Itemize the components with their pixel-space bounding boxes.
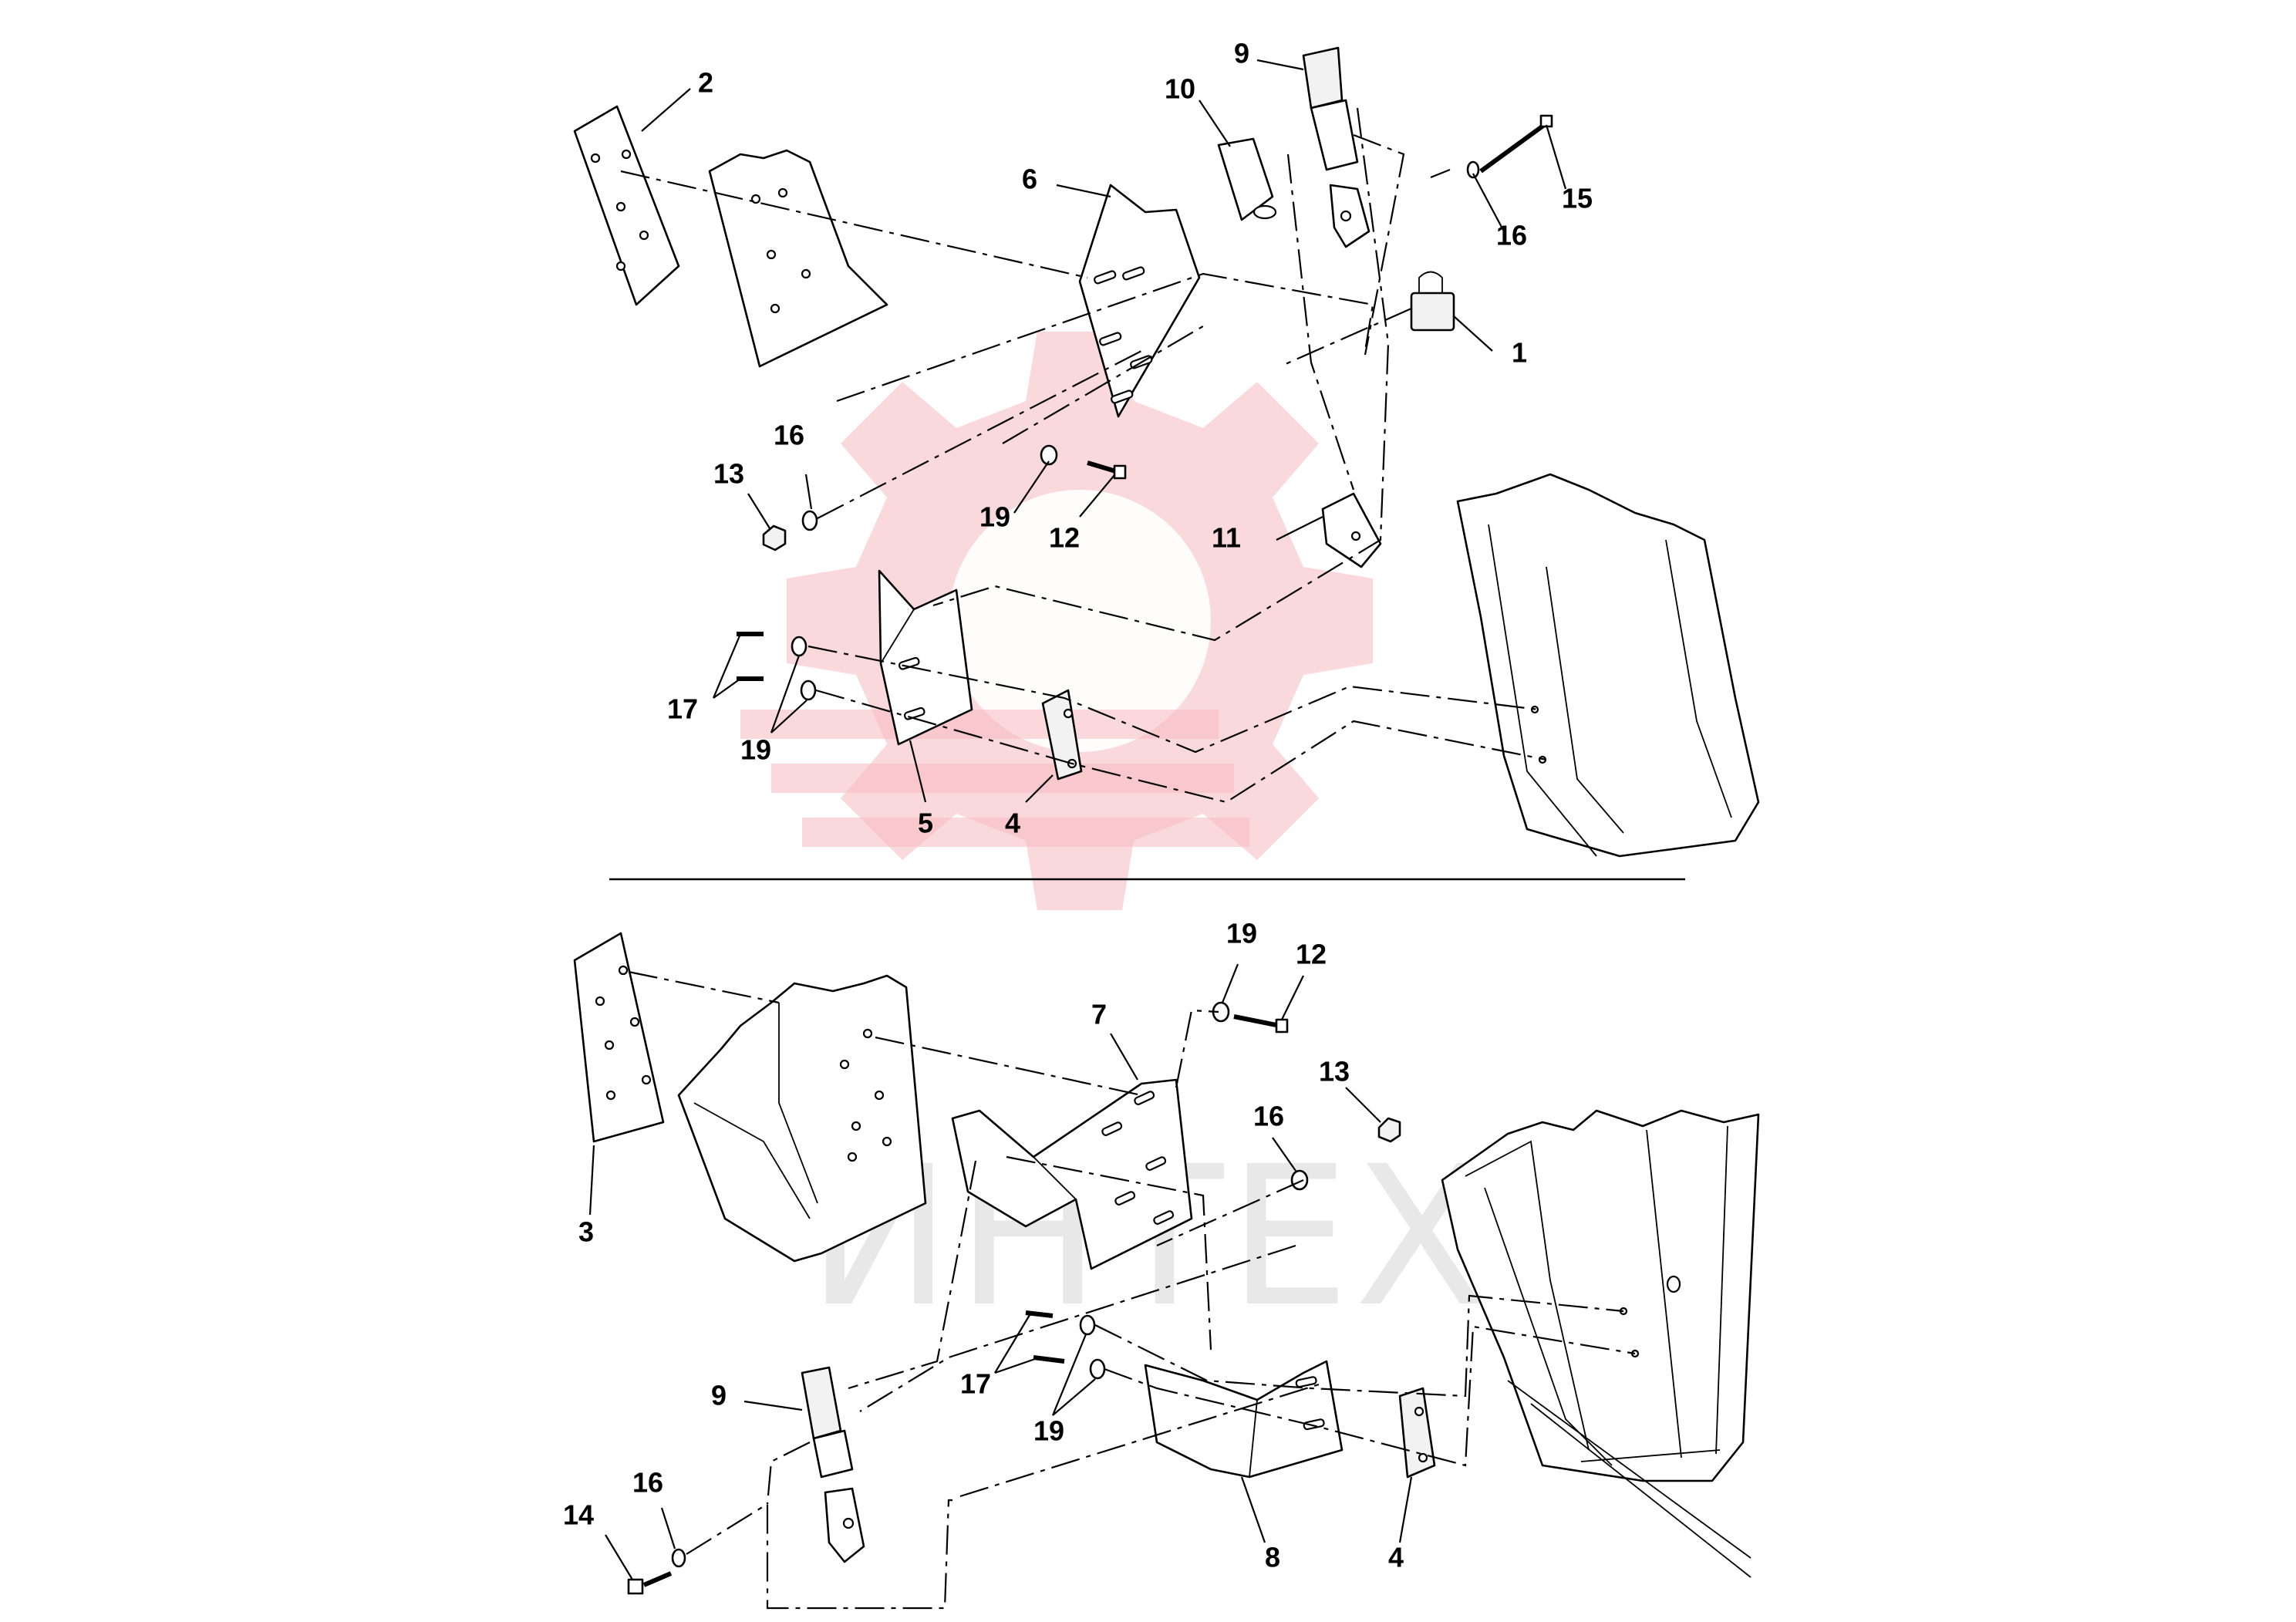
callout-12-top: 12 [1049,522,1080,554]
callout-17-bottom: 17 [960,1368,991,1400]
washer-part-19-bottom-a [1079,1314,1096,1336]
washer-part-16-top-right [1466,160,1480,179]
callout-10: 10 [1165,73,1195,105]
bolt-part-17-top [737,632,764,681]
callout-12-bottom: 12 [1296,939,1327,970]
bottom-assembly: 3 7 19 12 13 16 17 19 8 4 9 16 14 [563,918,1760,1610]
bolt-part-12-top [1087,460,1127,480]
callout-5: 5 [918,808,933,839]
cab-frame-top-right [1456,473,1760,858]
bracket-part-11 [1321,492,1382,568]
bracket-part-8 [1144,1360,1344,1479]
callout-9-top: 9 [1234,38,1249,69]
callout-8: 8 [1265,1542,1280,1573]
callout-16-bottom-left: 16 [632,1467,663,1499]
callout-19-top-b: 19 [740,734,771,766]
washer-part-19-top-b [800,679,817,701]
latch-part-9-bottom [801,1366,865,1563]
leader-lines-bottom [588,963,1413,1580]
callout-16-bottom-right: 16 [1253,1101,1284,1132]
washer-part-16-top-left [801,510,818,531]
spacer-part-4-bottom [1398,1387,1436,1479]
callout-15: 15 [1562,183,1593,214]
callout-3: 3 [578,1216,594,1248]
washer-part-19-bottom-b [1089,1358,1106,1380]
callout-13-top: 13 [713,458,744,490]
bolt-part-15 [1479,114,1553,174]
latch-part-9-top [1302,46,1371,248]
plate-part-2 [573,105,680,306]
plate-part-10 [1217,137,1277,221]
callout-9-bottom: 9 [711,1380,727,1411]
callout-11: 11 [1212,522,1241,554]
frame-section-top [708,149,888,368]
spacer-part-4-top [1041,689,1083,781]
assembly-lines-bottom [628,970,1636,1610]
nut-part-13-top [762,524,787,551]
washer-part-19-top-a [791,636,807,657]
watermark-gear-logo [740,332,1373,910]
callout-13-bottom: 13 [1319,1056,1350,1088]
callout-14: 14 [563,1499,594,1531]
bracket-part-7 [951,1078,1193,1270]
callout-2: 2 [698,67,713,99]
leader-lines-top [641,59,1567,803]
callout-19-bottom: 19 [1226,918,1257,949]
cab-frame-bottom-right [1441,1109,1760,1578]
callout-19-bottom-b: 19 [1033,1415,1064,1447]
callout-4-top: 4 [1005,808,1020,839]
side-panel-bottom [677,974,927,1263]
assembly-lines-top [620,107,1547,804]
callout-1: 1 [1512,337,1527,369]
callout-16-top-right: 16 [1496,220,1527,251]
callout-7: 7 [1091,999,1107,1030]
padlock-part-1 [1410,271,1455,332]
nut-part-13-bottom [1377,1117,1401,1143]
top-assembly: 2 6 10 9 15 16 1 16 13 19 12 11 17 19 5 … [573,38,1760,858]
callout-17-top: 17 [667,693,698,725]
washer-part-16-bottom-left [671,1548,686,1568]
callout-6: 6 [1022,164,1037,195]
bolt-part-17-bottom [1025,1310,1065,1364]
washer-part-19-top [1040,444,1058,466]
callout-4-bottom: 4 [1388,1542,1404,1573]
bolt-part-14 [627,1571,673,1595]
bolt-part-12-bottom [1233,1014,1289,1034]
plate-part-3 [573,932,665,1143]
callout-16-top-left: 16 [774,420,804,451]
callout-19-top: 19 [979,501,1010,533]
washer-part-16-bottom-right [1290,1169,1309,1191]
